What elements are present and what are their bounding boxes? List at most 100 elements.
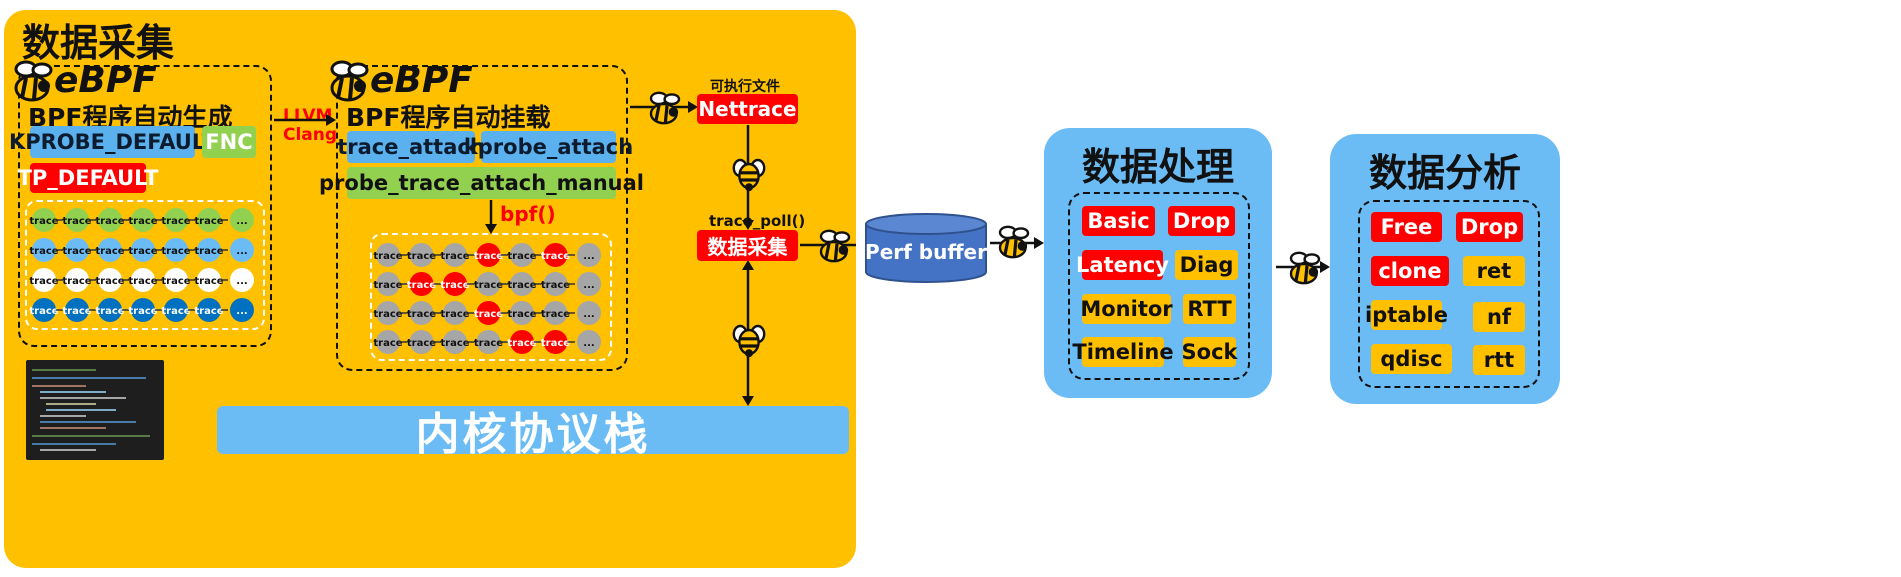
trace-node-label: trace — [95, 276, 124, 287]
perf-buffer-cylinder — [865, 213, 987, 283]
trace-node — [131, 238, 155, 262]
trace-node — [510, 301, 534, 325]
trace-node — [476, 272, 501, 296]
bpf-attach-title: BPF程序自动挂载 — [346, 103, 551, 132]
trace-node-label: trace — [507, 309, 536, 320]
trace-node-label: trace — [407, 251, 436, 262]
trace-node-label: trace — [474, 338, 503, 349]
trace-node-label: trace — [541, 251, 570, 262]
bpf-call-arrow — [485, 200, 497, 234]
trace-attach-chip: trace_attach — [337, 131, 485, 163]
trace-node — [409, 272, 434, 296]
trace-node — [543, 301, 568, 325]
trace-node — [577, 330, 601, 354]
trace-node — [409, 330, 434, 354]
trace-node-label: trace — [373, 280, 402, 291]
trace-node — [376, 272, 400, 296]
analysis-title: 数据分析 — [1368, 151, 1521, 195]
analysis-item-qdisc: qdisc — [1371, 344, 1452, 374]
kernel-stack-bar: 内核协议栈 — [217, 406, 849, 460]
trace-node-label: ... — [583, 280, 594, 291]
trace-node-label: trace — [407, 309, 436, 320]
trace-node-label: trace — [128, 246, 157, 257]
trace-node — [443, 301, 467, 325]
trace-node-label: trace — [474, 309, 503, 320]
trace-node-label: trace — [128, 306, 157, 317]
trace-node-label: trace — [194, 306, 223, 317]
trace-node — [230, 268, 254, 292]
bpf-call-label: bpf() — [500, 202, 556, 226]
processing-item-rtt: RTT — [1183, 294, 1236, 324]
trace-node — [98, 208, 122, 232]
processing-item-timeline: Timeline — [1072, 337, 1174, 367]
trace-node — [32, 268, 56, 292]
trace-node — [409, 301, 434, 325]
trace-node-label: trace — [541, 338, 570, 349]
code-thumbnail — [26, 360, 164, 460]
trace-node-label: trace — [373, 309, 402, 320]
bpf-attach-box — [336, 65, 628, 371]
trace-node — [230, 238, 254, 262]
trace-node-label: trace — [440, 338, 469, 349]
trace-node-label: trace — [507, 338, 536, 349]
trace-node — [65, 268, 89, 292]
trace-node-label: ... — [236, 306, 247, 317]
trace-node — [131, 298, 155, 322]
trace-node-label: ... — [236, 276, 247, 287]
ebpf-logo: eBPF — [370, 60, 473, 101]
trace-node-label: trace — [29, 276, 58, 287]
processing-item-basic: Basic — [1082, 206, 1155, 236]
bee-icon — [14, 60, 53, 102]
trace-node-label: trace — [373, 251, 402, 262]
trace-node-label: trace — [474, 280, 503, 291]
trace-node — [164, 238, 188, 262]
trace-node-label: ... — [236, 246, 247, 257]
trace-node-label: ... — [583, 251, 594, 262]
trace-node-label: trace — [95, 306, 124, 317]
bee-icon — [732, 158, 766, 192]
analysis-item-clone: clone — [1371, 256, 1449, 286]
trace-node — [197, 208, 221, 232]
trace-node — [376, 301, 400, 325]
trace-node — [65, 298, 89, 322]
trace-node — [98, 238, 122, 262]
trace-node — [443, 330, 467, 354]
attached-programs-grid — [370, 233, 612, 361]
bee-icon — [732, 324, 766, 358]
processing-item-latency: Latency — [1076, 250, 1169, 280]
bee-icon — [330, 60, 369, 102]
trace-node-label: trace — [161, 276, 190, 287]
trace-node-label: trace — [29, 306, 58, 317]
perf-buffer-label: Perf buffer — [865, 240, 987, 264]
collection-title: 数据采集 — [22, 21, 175, 65]
trace-node — [164, 268, 188, 292]
kprobe-default-chip: KPROBE_DEFAULT — [9, 126, 216, 158]
trace-node-label: trace — [194, 216, 223, 227]
trace-node — [376, 243, 400, 267]
llvm-arrow — [274, 114, 336, 126]
trace-node-label: trace — [161, 306, 190, 317]
trace-node-label: trace — [440, 251, 469, 262]
trace-node — [164, 298, 188, 322]
trace-node — [543, 272, 568, 296]
bee-icon — [998, 225, 1030, 259]
nettrace-box: Nettrace — [697, 94, 798, 124]
analysis-item-free: Free — [1371, 212, 1442, 242]
bee-icon — [649, 91, 681, 125]
trace-node-label: trace — [440, 309, 469, 320]
tp-default-chip: TP_DEFAULT — [18, 163, 158, 193]
trace-node-label: trace — [128, 216, 157, 227]
processing-item-diag: Diag — [1175, 250, 1238, 280]
trace-node — [443, 272, 467, 296]
trace-node-label: trace — [194, 276, 223, 287]
trace-node — [409, 243, 434, 267]
trace-node — [543, 330, 568, 354]
analysis-item-nf: nf — [1473, 302, 1525, 332]
trace-node-label: trace — [440, 280, 469, 291]
bee-icon — [819, 229, 851, 263]
trace-node — [98, 268, 122, 292]
trace-node-label: trace — [474, 251, 503, 262]
trace-node-label: trace — [541, 280, 570, 291]
